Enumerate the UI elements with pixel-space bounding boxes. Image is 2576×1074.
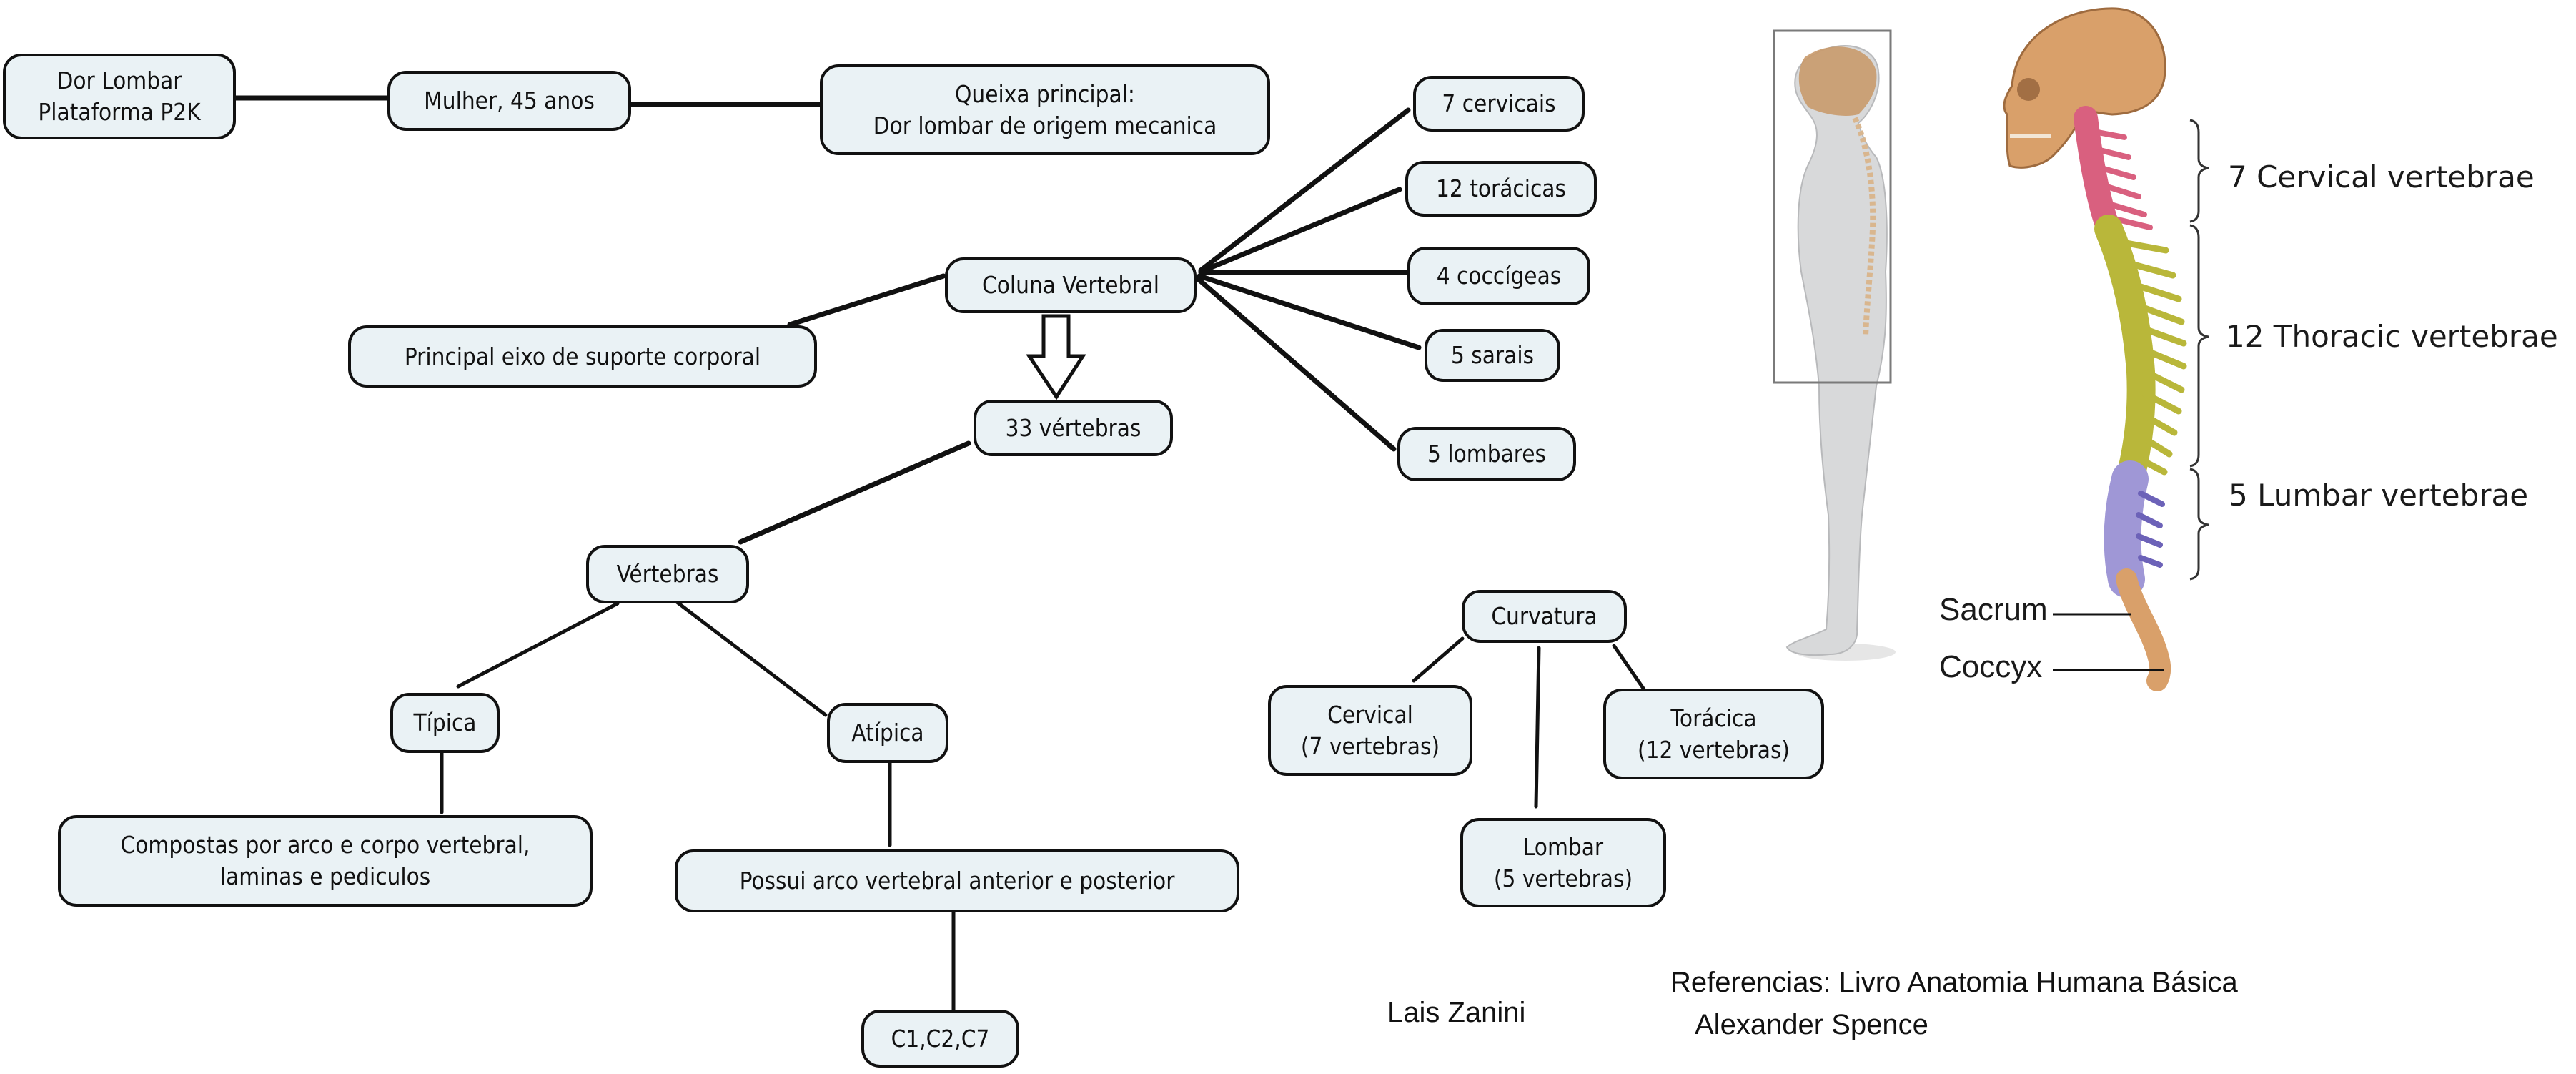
node-lumbar-count[interactable]: 5 lombares bbox=[1397, 427, 1576, 481]
link-curv-cervical bbox=[1412, 636, 1465, 683]
node-coccygeal-count-label: 4 coccígeas bbox=[1436, 262, 1562, 290]
label-cervical-vertebrae: 7 Cervical vertebrae bbox=[2228, 159, 2535, 194]
link-curv-lumbar bbox=[1534, 646, 1541, 809]
node-count[interactable]: 33 vértebras bbox=[974, 400, 1173, 456]
spine-column bbox=[2074, 106, 2187, 691]
node-atypical-examples-label: C1,C2,C7 bbox=[891, 1024, 990, 1053]
node-typical-desc[interactable]: Compostas por arco e corpo vertebral, la… bbox=[58, 815, 593, 907]
node-sacral-count[interactable]: 5 sarais bbox=[1425, 329, 1560, 382]
reference-line-2: Alexander Spence bbox=[1695, 1009, 1928, 1040]
link-vertebrae-atypical bbox=[675, 600, 828, 717]
node-support[interactable]: Principal eixo de suporte corporal bbox=[348, 325, 817, 388]
node-typical-desc-label: Compostas por arco e corpo vertebral, la… bbox=[120, 831, 530, 890]
node-atypical-desc[interactable]: Possui arco vertebral anterior e posteri… bbox=[675, 849, 1239, 912]
brace-icons bbox=[2189, 119, 2209, 581]
node-patient[interactable]: Mulher, 45 anos bbox=[387, 71, 631, 131]
link-spine-support bbox=[787, 273, 946, 327]
node-complaint[interactable]: Queixa principal: Dor lombar de origem m… bbox=[820, 64, 1270, 155]
label-coccyx: Coccyx bbox=[1939, 649, 2043, 684]
node-patient-label: Mulher, 45 anos bbox=[424, 87, 595, 114]
author-name: Lais Zanini bbox=[1387, 997, 1526, 1028]
zoom-frame bbox=[1773, 29, 1892, 384]
link-spine-toracicas bbox=[1198, 187, 1402, 275]
node-spine-label: Coluna Vertebral bbox=[981, 271, 1159, 299]
node-count-label: 33 vértebras bbox=[1005, 413, 1141, 442]
node-spine[interactable]: Coluna Vertebral bbox=[945, 257, 1197, 313]
label-sacrum: Sacrum bbox=[1939, 592, 2048, 627]
node-coccygeal-count[interactable]: 4 coccígeas bbox=[1407, 247, 1590, 305]
brace-lumbar-icon bbox=[2189, 468, 2209, 581]
node-thoracic-count[interactable]: 12 torácicas bbox=[1405, 161, 1597, 217]
node-atypical-examples[interactable]: C1,C2,C7 bbox=[861, 1010, 1019, 1068]
node-cervical-count[interactable]: 7 cervicais bbox=[1413, 76, 1585, 132]
node-curvature[interactable]: Curvatura bbox=[1462, 590, 1627, 643]
node-curvature-label: Curvatura bbox=[1491, 602, 1597, 630]
node-root-label: Dor Lombar Plataforma P2K bbox=[38, 66, 201, 126]
link-spine-cervicais bbox=[1198, 107, 1411, 273]
node-curv-cervical[interactable]: Cervical (7 vertebras) bbox=[1268, 685, 1472, 776]
skull-icon bbox=[2003, 7, 2166, 169]
node-thoracic-count-label: 12 torácicas bbox=[1436, 174, 1566, 202]
link-vertebrae-typical bbox=[456, 601, 620, 689]
node-typical-label: Típica bbox=[413, 709, 477, 736]
node-curv-cervical-label: Cervical (7 vertebras) bbox=[1300, 700, 1440, 760]
human-body-figure bbox=[1773, 29, 1896, 661]
node-complaint-label: Queixa principal: Dor lombar de origem m… bbox=[873, 79, 1217, 139]
node-vertebrae-label: Vértebras bbox=[616, 560, 719, 588]
node-vertebrae[interactable]: Vértebras bbox=[586, 545, 749, 603]
node-root[interactable]: Dor Lombar Plataforma P2K bbox=[3, 54, 236, 139]
reference-line-1: Referencias: Livro Anatomia Humana Básic… bbox=[1670, 967, 2238, 998]
label-lumbar-vertebrae: 5 Lumbar vertebrae bbox=[2229, 478, 2529, 513]
link-curv-thoracic bbox=[1612, 644, 1646, 691]
node-lumbar-count-label: 5 lombares bbox=[1427, 440, 1546, 468]
node-support-label: Principal eixo de suporte corporal bbox=[404, 342, 761, 370]
node-curv-thoracic[interactable]: Torácica (12 vertebras) bbox=[1603, 689, 1824, 779]
node-curv-lumbar[interactable]: Lombar (5 vertebras) bbox=[1460, 818, 1666, 907]
node-atypical[interactable]: Atípica bbox=[827, 703, 948, 763]
down-arrow-icon bbox=[1026, 314, 1086, 400]
node-atypical-label: Atípica bbox=[851, 719, 924, 747]
node-sacral-count-label: 5 sarais bbox=[1450, 341, 1535, 369]
label-thoracic-vertebrae: 12 Thoracic vertebrae bbox=[2226, 319, 2558, 354]
node-typical[interactable]: Típica bbox=[390, 693, 500, 753]
node-atypical-desc-label: Possui arco vertebral anterior e posteri… bbox=[739, 867, 1175, 895]
node-curv-lumbar-label: Lombar (5 vertebras) bbox=[1493, 832, 1633, 892]
link-spine-sarais bbox=[1197, 273, 1422, 350]
node-cervical-count-label: 7 cervicais bbox=[1442, 89, 1556, 117]
node-curv-thoracic-label: Torácica (12 vertebras) bbox=[1637, 704, 1790, 764]
brace-cervical-icon bbox=[2189, 119, 2209, 223]
link-spine-lombares bbox=[1195, 276, 1397, 452]
brace-thoracic-icon bbox=[2189, 224, 2209, 468]
link-count-vertebrae bbox=[738, 440, 971, 545]
